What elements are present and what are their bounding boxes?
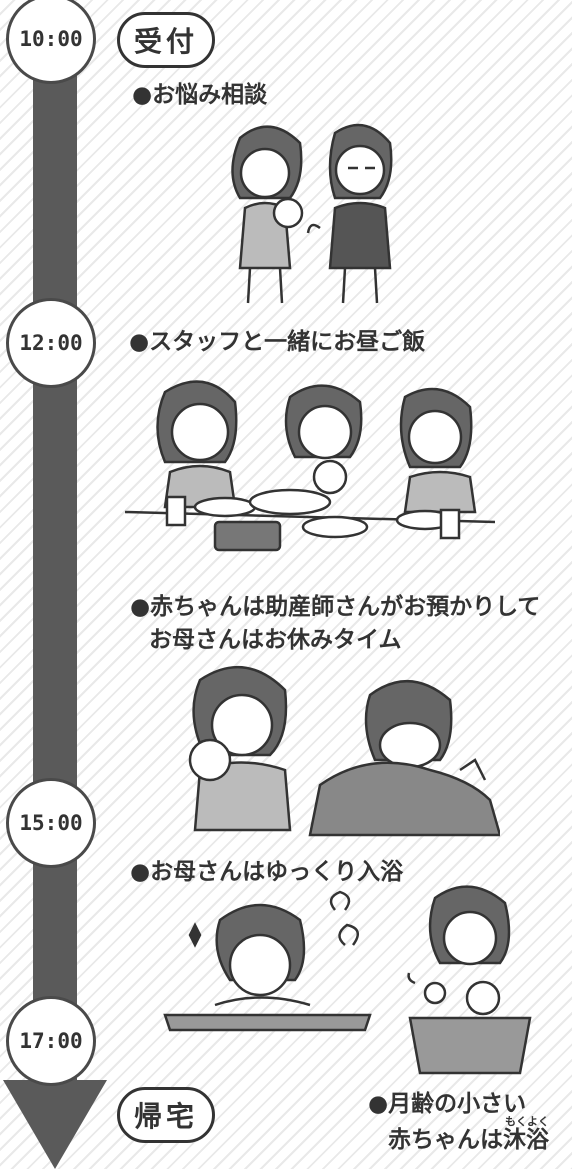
- activity-rest-line1: ●赤ちゃんは助産師さんがお預かりして: [130, 594, 541, 620]
- activity-consultation: ●お悩み相談: [132, 82, 268, 108]
- activity-baby-bath-line2: 赤ちゃんは沐浴: [388, 1127, 549, 1153]
- activity-rest-line2: お母さんはお休みタイム: [149, 627, 402, 653]
- consultation-illustration: [200, 118, 410, 308]
- activity-bath: ●お母さんはゆっくり入浴: [130, 859, 404, 885]
- time-marker-1500: 15:00: [6, 778, 96, 868]
- time-marker-1700: 17:00: [6, 996, 96, 1086]
- timeline-arrow-down-icon: [3, 1080, 107, 1169]
- timeline-bar: [33, 20, 77, 1080]
- activity-baby-bath-line1: ●月齢の小さい: [368, 1091, 527, 1117]
- time-marker-1000: 10:00: [6, 0, 96, 84]
- bath-illustration: [160, 890, 380, 1040]
- activity-lunch: ●スタッフと一緒にお昼ご飯: [129, 329, 426, 355]
- furigana-mokuyoku: もくよく: [505, 1115, 549, 1128]
- lunch-illustration: [125, 372, 495, 572]
- time-marker-1200: 12:00: [6, 298, 96, 388]
- start-label-badge: 受付: [117, 12, 215, 68]
- end-label-badge: 帰宅: [117, 1087, 215, 1143]
- rest-illustration: [170, 660, 500, 840]
- baby-bath-illustration: [405, 878, 535, 1078]
